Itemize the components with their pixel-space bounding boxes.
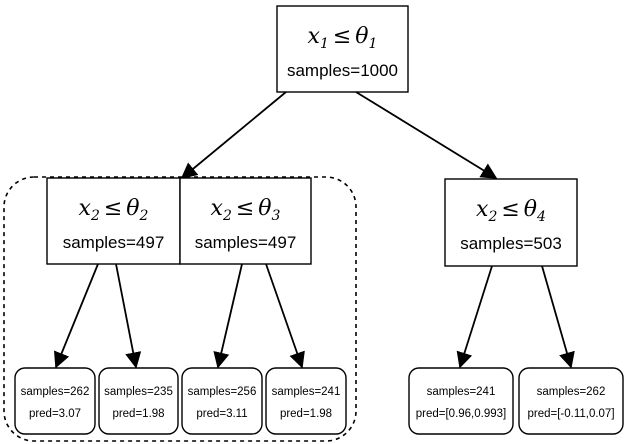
internal-node-condition: x2≤θ2 (79, 196, 149, 224)
leaf-samples: samples=241 (427, 386, 496, 398)
leaf-node-5: samples=241 pred=[0.96,0.993] (408, 367, 514, 435)
leaf-samples: samples=262 (21, 386, 90, 398)
leaf-prediction: pred=[-0.11,0.07] (527, 408, 614, 420)
leaf-samples: samples=235 (104, 386, 173, 398)
edge-root-left (180, 91, 287, 180)
leaf-samples: samples=262 (537, 386, 606, 398)
tree-edges (54, 91, 575, 369)
leaf-prediction: pred=3.11 (196, 408, 247, 420)
edge-left-leaf1 (54, 263, 99, 369)
leaf-node-3: samples=256 pred=3.11 (181, 367, 263, 435)
internal-node-samples: samples=503 (460, 234, 562, 253)
internal-node-theta4: x2≤θ4 samples=503 (444, 178, 578, 267)
leaf-node-1: samples=262 pred=3.07 (14, 367, 96, 435)
internal-node-samples: samples=497 (195, 233, 297, 252)
edge-mid-leaf4 (265, 263, 305, 369)
leaf-node-6: samples=262 pred=[-0.11,0.07] (518, 367, 624, 435)
grouped-subtree-outline (3, 176, 357, 442)
internal-node-condition: x2≤θ3 (211, 196, 281, 224)
internal-node-theta3: x2≤θ3 samples=497 (179, 177, 312, 265)
root-samples: samples=1000 (287, 61, 398, 80)
internal-node-theta2: x2≤θ2 samples=497 (46, 177, 181, 265)
leaf-samples: samples=241 (272, 386, 341, 398)
edge-mid-leaf3 (213, 263, 243, 369)
edge-right-leaf5 (456, 265, 493, 369)
internal-node-samples: samples=497 (63, 233, 165, 252)
edge-left-leaf2 (115, 263, 142, 369)
leaf-samples: samples=256 (188, 386, 257, 398)
internal-node-condition: x2≤θ4 (476, 197, 546, 225)
leaf-node-4: samples=241 pred=1.98 (265, 367, 347, 435)
leaf-prediction: pred=[0.96,0.993] (416, 408, 506, 420)
leaf-node-2: samples=235 pred=1.98 (98, 367, 179, 435)
root-node: x1≤θ1 samples=1000 (276, 5, 409, 93)
leaf-prediction: pred=1.98 (112, 408, 164, 420)
leaf-prediction: pred=3.07 (29, 408, 81, 420)
edge-root-right (355, 91, 498, 179)
edge-right-leaf6 (541, 265, 575, 369)
root-condition: x1≤θ1 (308, 24, 378, 52)
leaf-prediction: pred=1.98 (280, 408, 332, 420)
